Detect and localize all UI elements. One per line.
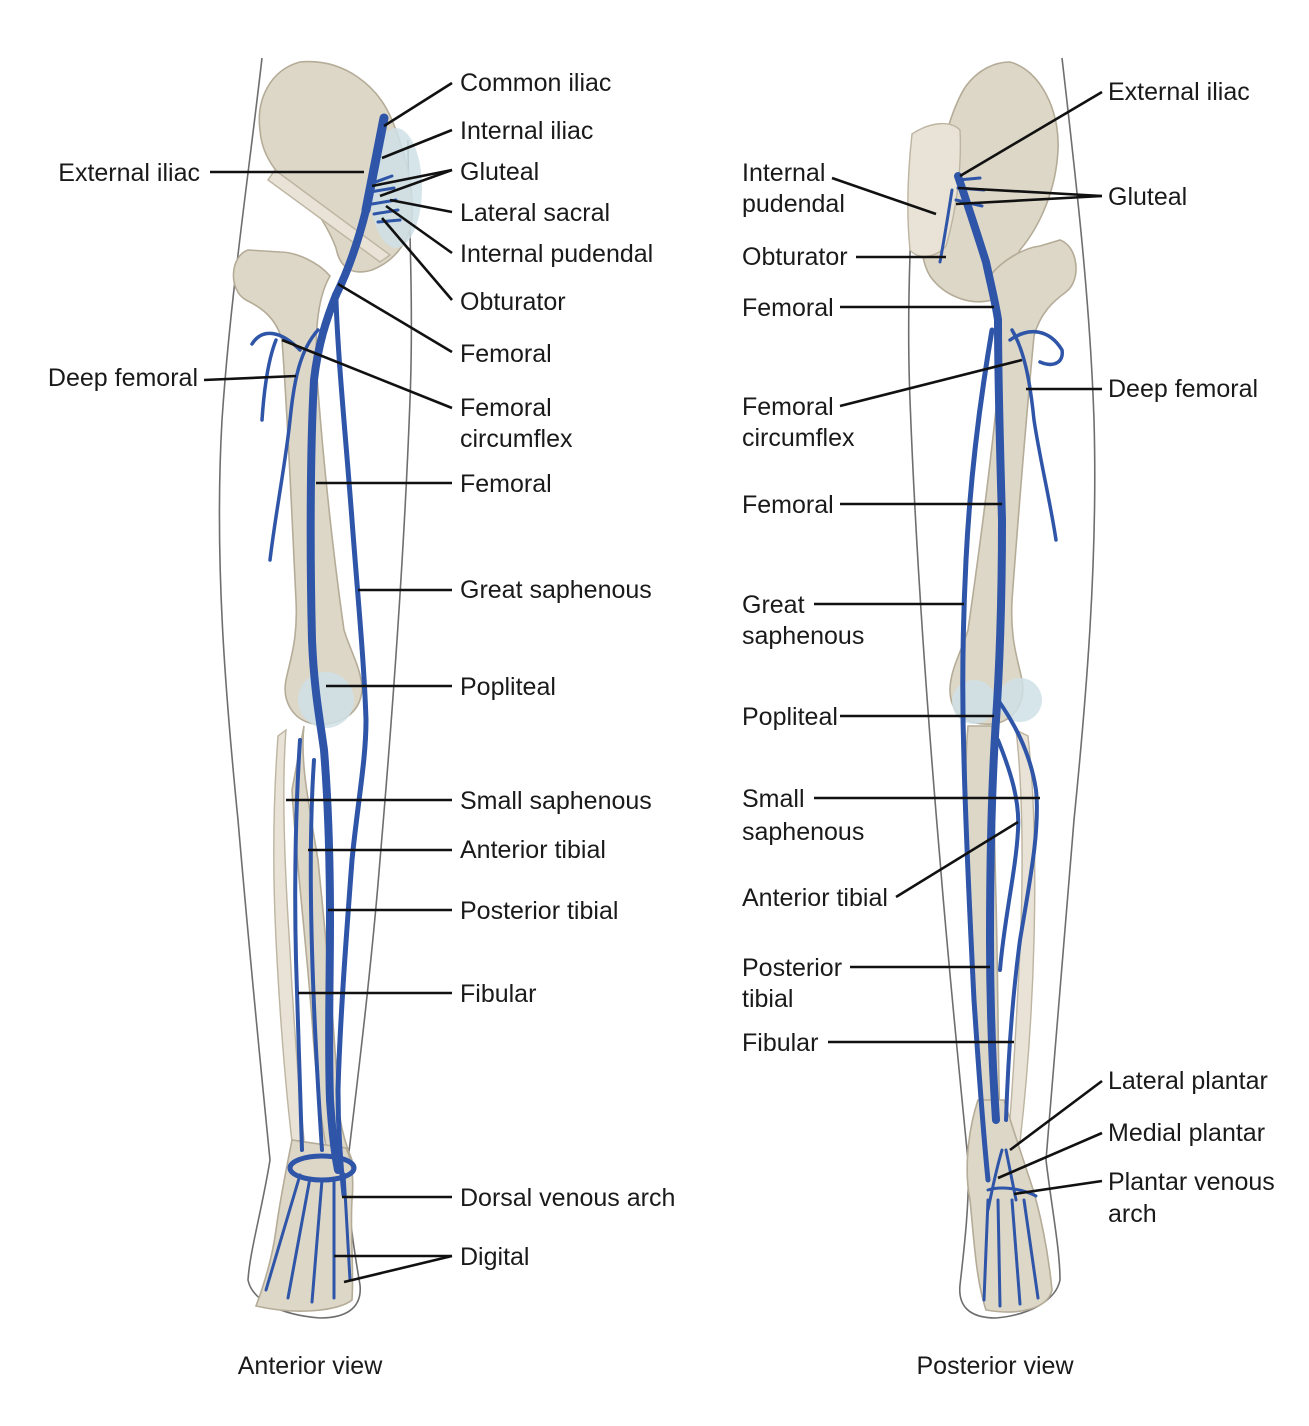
posterior-anterior-tibial-vein bbox=[996, 738, 1021, 972]
label-dorsal-venous-arch: Dorsal venous arch bbox=[460, 1184, 675, 1212]
label-external-iliac: External iliac bbox=[58, 159, 200, 187]
anterior-tibial-vein bbox=[308, 758, 324, 1152]
posterior-femoral-vein bbox=[986, 316, 1006, 1124]
label-posterior-femoral-lower: Femoral bbox=[742, 491, 834, 519]
posterior-hip-bone bbox=[920, 61, 1059, 303]
anterior-view: Common iliac Internal iliac External ili… bbox=[48, 57, 675, 1380]
label-posterior-small-saphenous-line2: saphenous bbox=[742, 818, 864, 846]
anterior-tibia bbox=[291, 725, 354, 1170]
posterior-skin-outline bbox=[907, 57, 1096, 1319]
anterior-patella bbox=[298, 672, 354, 728]
label-posterior-posterior-tibial-line2: tibial bbox=[742, 985, 793, 1013]
anterior-femur bbox=[232, 249, 363, 725]
label-posterior-plantar-venous-arch-line2: arch bbox=[1108, 1200, 1157, 1228]
label-posterior-femoral-circumflex-line1: Femoral bbox=[742, 393, 834, 421]
label-posterior-posterior-tibial-line1: Posterior bbox=[742, 954, 842, 982]
label-posterior-medial-plantar: Medial plantar bbox=[1108, 1119, 1265, 1147]
label-femoral-upper: Femoral bbox=[460, 340, 552, 368]
label-common-iliac: Common iliac bbox=[460, 69, 611, 97]
label-internal-iliac: Internal iliac bbox=[460, 117, 593, 145]
label-digital: Digital bbox=[460, 1243, 529, 1271]
label-posterior-gluteal: Gluteal bbox=[1108, 183, 1187, 211]
anterior-digital-veins bbox=[264, 1172, 352, 1304]
label-posterior-deep-femoral: Deep femoral bbox=[1108, 375, 1258, 403]
anterior-foot-bones bbox=[254, 1139, 354, 1312]
anterior-labels: Common iliac Internal iliac External ili… bbox=[48, 69, 675, 1380]
label-posterior-external-iliac: External iliac bbox=[1108, 78, 1250, 106]
posterior-femoral-circumflex-vein bbox=[1008, 330, 1064, 367]
label-posterior-small-saphenous-line1: Small bbox=[742, 785, 805, 813]
anterior-pelvic-branches bbox=[368, 174, 402, 224]
label-obturator: Obturator bbox=[460, 288, 566, 316]
label-posterior-popliteal: Popliteal bbox=[742, 703, 838, 731]
posterior-skeleton bbox=[907, 61, 1077, 1313]
anterior-common-iliac-vein bbox=[361, 113, 389, 215]
posterior-great-saphenous-vein bbox=[960, 327, 995, 1183]
label-posterior-internal-pudendal-line2: pudendal bbox=[742, 190, 845, 218]
posterior-leader-lines bbox=[814, 90, 1103, 1196]
label-great-saphenous: Great saphenous bbox=[460, 576, 652, 604]
label-posterior-tibial: Posterior tibial bbox=[460, 897, 618, 925]
posterior-condyle-left bbox=[952, 680, 996, 724]
label-posterior-fibular: Fibular bbox=[742, 1029, 818, 1057]
label-posterior-internal-pudendal-line1: Internal bbox=[742, 159, 825, 187]
label-popliteal: Popliteal bbox=[460, 673, 556, 701]
caption-anterior-view: Anterior view bbox=[238, 1352, 383, 1380]
anterior-great-saphenous-vein bbox=[333, 297, 369, 1198]
posterior-foot-bones bbox=[966, 1099, 1053, 1313]
posterior-view: External iliac Internal pudendal Gluteal… bbox=[742, 57, 1275, 1380]
label-gluteal: Gluteal bbox=[460, 158, 539, 186]
label-posterior-femoral-upper: Femoral bbox=[742, 294, 834, 322]
label-internal-pudendal: Internal pudendal bbox=[460, 240, 653, 268]
anterior-deep-femoral-vein bbox=[268, 328, 320, 562]
posterior-deep-femoral-vein bbox=[1010, 328, 1058, 542]
posterior-condyle-right bbox=[998, 678, 1042, 722]
label-posterior-plantar-venous-arch-line1: Plantar venous bbox=[1108, 1168, 1275, 1196]
anterior-skin-outline bbox=[218, 57, 413, 1319]
posterior-plantar-veins bbox=[982, 1148, 1040, 1308]
label-femoral-lower: Femoral bbox=[460, 470, 552, 498]
anterior-external-iliac-vein bbox=[332, 206, 370, 299]
posterior-external-iliac-vein bbox=[954, 172, 1002, 324]
label-posterior-great-saphenous-line1: Great bbox=[742, 591, 805, 619]
label-posterior-obturator: Obturator bbox=[742, 243, 848, 271]
label-femoral-circumflex-line2: circumflex bbox=[460, 425, 573, 453]
anterior-leader-lines bbox=[203, 81, 453, 1284]
label-deep-femoral: Deep femoral bbox=[48, 364, 198, 392]
caption-posterior-view: Posterior view bbox=[917, 1352, 1075, 1380]
label-posterior-lateral-plantar: Lateral plantar bbox=[1108, 1067, 1268, 1095]
label-fibular: Fibular bbox=[460, 980, 536, 1008]
anterior-femoral-vein bbox=[306, 291, 342, 1174]
label-small-saphenous: Small saphenous bbox=[460, 787, 652, 815]
posterior-femur bbox=[949, 239, 1077, 725]
label-femoral-circumflex-line1: Femoral bbox=[460, 394, 552, 422]
label-posterior-femoral-circumflex-line2: circumflex bbox=[742, 424, 855, 452]
label-anterior-tibial: Anterior tibial bbox=[460, 836, 606, 864]
label-lateral-sacral: Lateral sacral bbox=[460, 199, 610, 227]
posterior-labels: External iliac Internal pudendal Gluteal… bbox=[742, 78, 1275, 1380]
label-posterior-anterior-tibial: Anterior tibial bbox=[742, 884, 888, 912]
label-posterior-great-saphenous-line2: saphenous bbox=[742, 622, 864, 650]
